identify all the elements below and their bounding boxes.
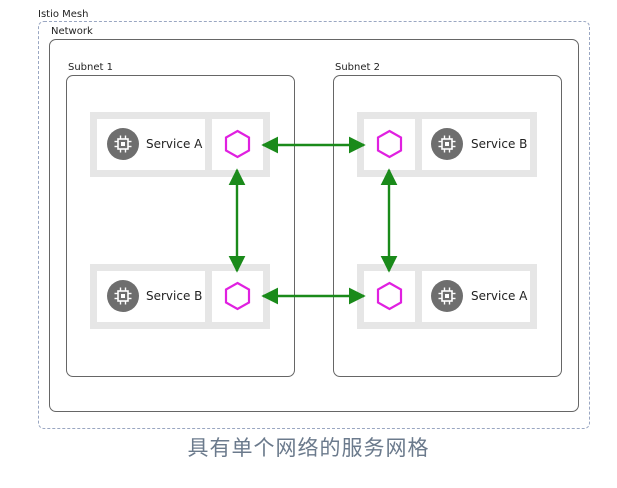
service-label: Service A	[471, 289, 528, 303]
istio-mesh-boundary	[38, 21, 590, 429]
network-label: Network	[51, 26, 93, 37]
service-card: Service A	[97, 119, 205, 170]
mesh-label: Istio Mesh	[38, 9, 89, 20]
service-label: Service B	[146, 289, 203, 303]
subnet-1-label: Subnet 1	[68, 62, 113, 73]
subnet-1	[66, 75, 295, 377]
hexagon-proxy-icon	[224, 129, 251, 159]
cpu-chip-icon	[107, 128, 139, 160]
proxy-card	[364, 271, 415, 322]
service-card: Service B	[97, 271, 205, 322]
cpu-chip-icon	[107, 280, 139, 312]
cpu-chip-icon	[431, 280, 463, 312]
service-label: Service B	[471, 137, 528, 151]
diagram-caption: 具有单个网络的服务网格	[187, 436, 430, 460]
service-card: Service A	[422, 271, 530, 322]
proxy-card	[364, 119, 415, 170]
hexagon-proxy-icon	[224, 281, 251, 311]
proxy-card	[212, 271, 263, 322]
hexagon-proxy-icon	[376, 281, 403, 311]
service-label: Service A	[146, 137, 203, 151]
service-card: Service B	[422, 119, 530, 170]
hexagon-proxy-icon	[376, 129, 403, 159]
subnet-2-label: Subnet 2	[335, 62, 380, 73]
cpu-chip-icon	[431, 128, 463, 160]
network-boundary	[49, 39, 579, 412]
proxy-card	[212, 119, 263, 170]
subnet-2	[333, 75, 562, 377]
